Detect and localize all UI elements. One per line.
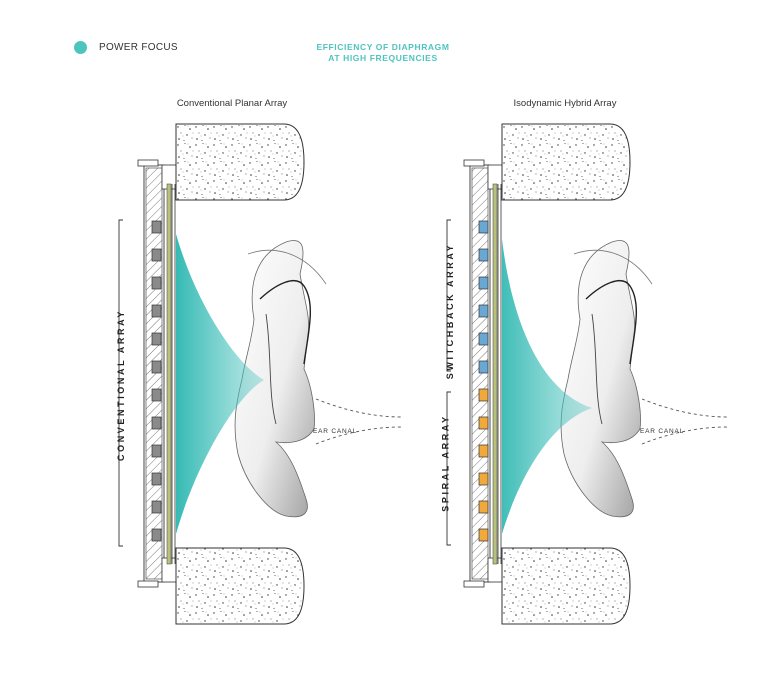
- hybrid-magnet: [478, 500, 489, 514]
- conventional-magnet: [151, 360, 162, 374]
- heading-line-1: EFFICIENCY OF DIAPHRAGM: [316, 42, 450, 52]
- hybrid-magnet: [478, 304, 489, 318]
- conventional-magnet: [151, 220, 162, 234]
- conventional-magnet: [151, 332, 162, 346]
- right-assembly: [463, 123, 728, 625]
- conventional-magnet: [151, 276, 162, 290]
- hybrid-magnet: [478, 416, 489, 430]
- left-ear-canal-label: EAR CANAL: [313, 428, 358, 435]
- left-array-bracket: [118, 219, 123, 547]
- conventional-array-label: CONVENTIONAL ARRAY: [115, 309, 126, 461]
- conventional-magnet: [151, 444, 162, 458]
- hybrid-magnet: [478, 276, 489, 290]
- conventional-magnet: [151, 528, 162, 542]
- right-panel-title: Isodynamic Hybrid Array: [513, 98, 617, 109]
- hybrid-magnet: [478, 248, 489, 262]
- switchback-bracket: [446, 219, 451, 372]
- left-assembly: [137, 123, 402, 625]
- right-ear-canal-label: EAR CANAL: [640, 428, 685, 435]
- power-focus-label: POWER FOCUS: [99, 42, 178, 53]
- legend: POWER FOCUS: [74, 41, 178, 54]
- hybrid-magnet: [478, 360, 489, 374]
- hybrid-magnet: [478, 220, 489, 234]
- hybrid-magnet: [478, 388, 489, 402]
- conventional-magnet: [151, 248, 162, 262]
- right-magnet-array: [478, 220, 489, 542]
- spiral-array-label: SPIRAL ARRAY: [440, 414, 451, 512]
- left-power-focus-beam: [176, 234, 264, 534]
- hybrid-magnet: [478, 332, 489, 346]
- conventional-magnet: [151, 472, 162, 486]
- hybrid-magnet: [478, 472, 489, 486]
- heading-line-2: AT HIGH FREQUENCIES: [328, 53, 438, 63]
- conventional-magnet: [151, 500, 162, 514]
- switchback-array-label: SWITCHBACK ARRAY: [445, 242, 456, 380]
- right-power-focus-beam: [502, 239, 592, 534]
- conventional-magnet: [151, 388, 162, 402]
- left-magnet-array: [151, 220, 162, 542]
- left-panel-title: Conventional Planar Array: [176, 98, 288, 109]
- conventional-magnet: [151, 416, 162, 430]
- diagram-heading: EFFICIENCY OF DIAPHRAGM AT HIGH FREQUENC…: [283, 42, 483, 64]
- hybrid-magnet: [478, 528, 489, 542]
- conventional-magnet: [151, 304, 162, 318]
- hybrid-magnet: [478, 444, 489, 458]
- spiral-bracket: [446, 391, 451, 546]
- power-focus-swatch: [74, 41, 87, 54]
